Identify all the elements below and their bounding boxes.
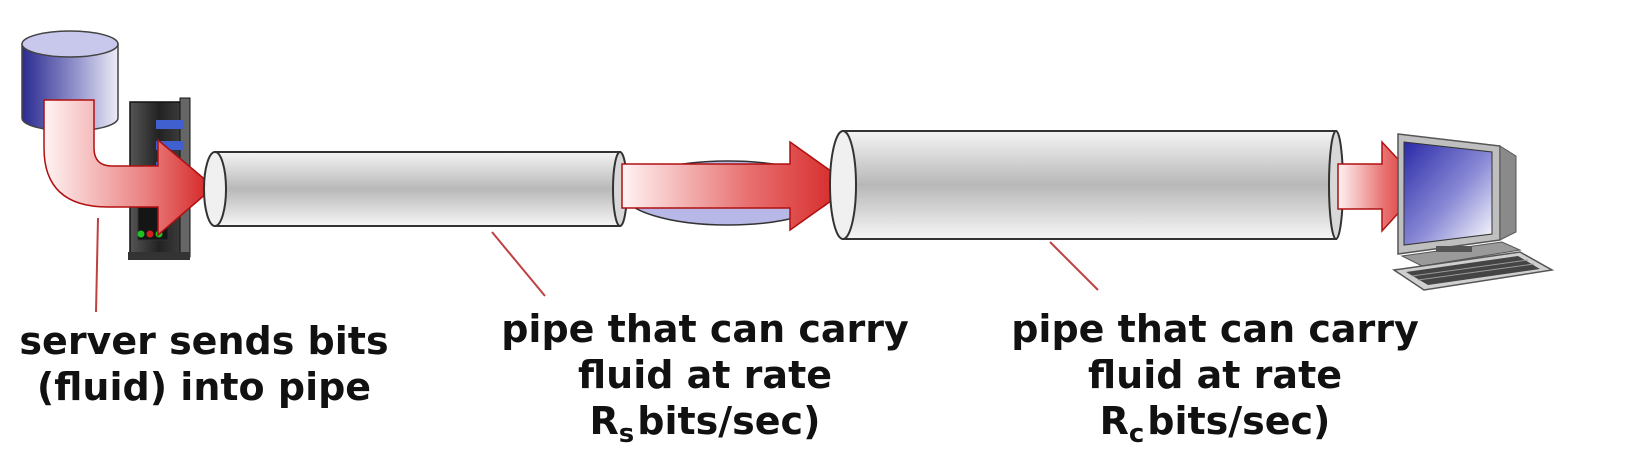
pipe-rs [203,151,628,227]
rate-symbol-rc: R [1099,399,1129,443]
server-flow-arrow [43,99,216,237]
pipe-rc-rate: Rcbits/sec) [1010,398,1420,449]
rate-units-rs: bits/sec) [637,399,821,443]
pipe-rs-label-leader [491,231,546,297]
pipe-rs-label-line2: fluid at rate [577,353,833,397]
pipe-rc-label-leader [1049,241,1099,291]
server-label-line1: server sends bits [19,319,389,363]
pipe-rc [829,130,1344,240]
pipe-rs-label-line1: pipe that can carry [501,307,909,351]
server-label-leader [95,217,99,313]
pipe-rs-rate: Rsbits/sec) [500,398,910,449]
computer-icon [1391,133,1555,291]
server-label-line2: (fluid) into pipe [36,365,372,409]
rate-units-rc: bits/sec) [1147,399,1331,443]
rate-subscript-c: c [1128,419,1145,449]
pipe-rc-label: pipe that can carry fluid at rate Rcbits… [1010,306,1420,449]
middle-flow-arrow [621,140,854,232]
pipe-rs-label: pipe that can carry fluid at rate Rsbits… [500,306,910,449]
server-label: server sends bits (fluid) into pipe [8,318,400,410]
rate-subscript-s: s [618,419,635,449]
pipe-rc-label-line1: pipe that can carry [1011,307,1419,351]
pipe-rc-label-line2: fluid at rate [1087,353,1343,397]
rate-symbol-rs: R [589,399,619,443]
